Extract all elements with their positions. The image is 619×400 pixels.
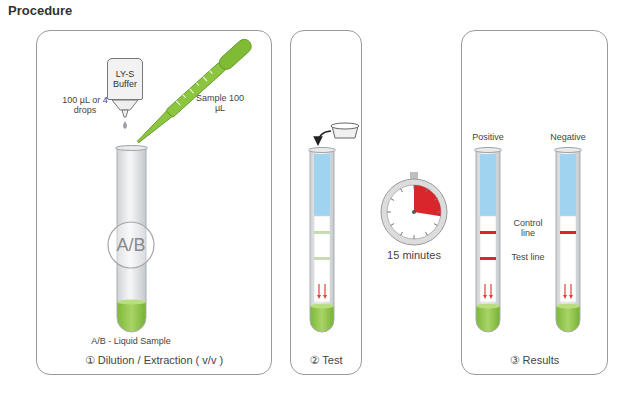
line-label: Control line (506, 218, 550, 239)
dropper (133, 36, 254, 147)
test-tube (309, 148, 336, 333)
step-panel: ① Dilution / Extraction ( v/v ) LY-S Buff… (36, 30, 272, 375)
timer (381, 172, 447, 245)
result-label: Negative (543, 132, 593, 142)
buffer-bottle-tip (112, 100, 138, 129)
cap-arrow (318, 131, 331, 144)
buffer-bottle: LY-S Buffer (107, 58, 143, 100)
step-panel: ③ Results (461, 30, 608, 375)
step-caption: ① Dilution / Extraction ( v/v ) (37, 354, 271, 367)
step-caption: ② Test (291, 354, 361, 367)
test-tube (555, 148, 582, 333)
tube-caption: A/B - Liquid Sample (79, 336, 183, 346)
time-label: 15 minutes (374, 249, 454, 262)
cap (331, 123, 359, 138)
page-title: Procedure (8, 3, 72, 18)
tube-marking: A/B (107, 221, 155, 269)
bottle-label: LY-S Buffer (110, 69, 140, 90)
line-label: Test line (504, 252, 552, 262)
step-caption: ③ Results (462, 354, 607, 367)
test-tube (475, 148, 502, 333)
sample-label: Sample 100 µL (194, 93, 246, 114)
tube-label: A/B (116, 235, 145, 256)
test-tube (116, 146, 148, 333)
volume-note: 100 µL or 4 drops (62, 95, 108, 116)
step-panel: ② Test (290, 30, 362, 375)
result-label: Positive (463, 132, 513, 142)
